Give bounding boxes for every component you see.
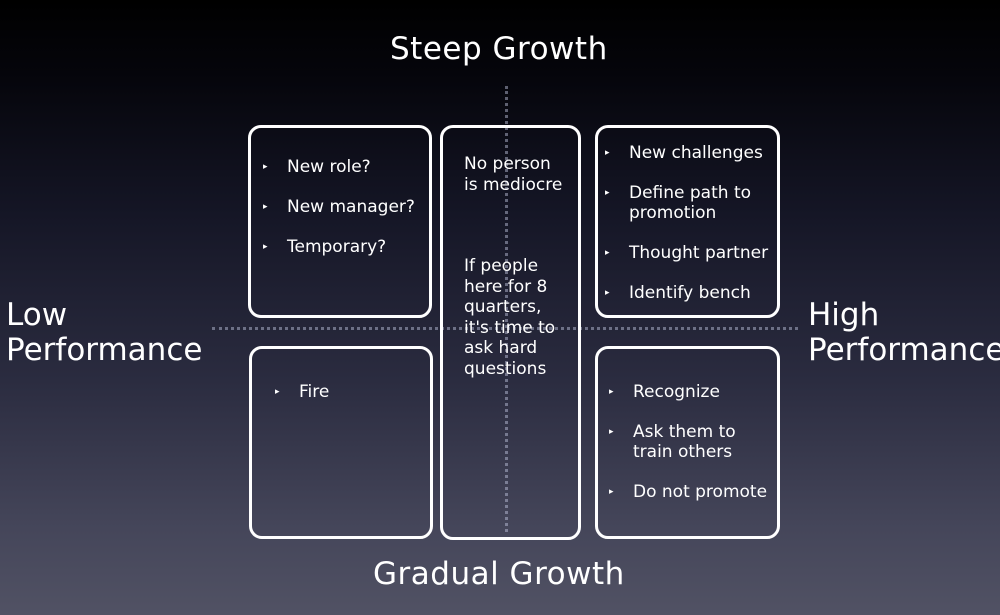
- list-item: Fire: [275, 382, 415, 402]
- quadrant-top-right-box: [595, 125, 780, 318]
- quadrant-top-left-box: [248, 125, 432, 318]
- dotted-horizontal-axis: [212, 327, 798, 330]
- axis-label-top: Steep Growth: [390, 31, 608, 67]
- axis-label-left-text: Low Performance: [6, 297, 203, 368]
- list-item: Recognize: [609, 382, 775, 402]
- axis-label-right: High Performance: [808, 298, 1000, 368]
- quadrant-top-right-list: New challenges Define path to promotion …: [605, 143, 777, 303]
- quadrant-bottom-right-box: [595, 346, 780, 539]
- axis-label-left: Low Performance: [6, 298, 202, 368]
- list-item: New role?: [263, 157, 423, 177]
- center-column-box: [440, 125, 581, 540]
- list-item: New challenges: [605, 143, 777, 163]
- axis-label-bottom: Gradual Growth: [373, 556, 625, 592]
- quadrant-bottom-left-list: Fire: [275, 382, 415, 402]
- list-item: Thought partner: [605, 243, 777, 263]
- center-note-top: No person is mediocre: [464, 154, 563, 195]
- list-item: Identify bench: [605, 283, 777, 303]
- list-item: Do not promote: [609, 482, 775, 502]
- quadrant-bottom-left-box: [249, 346, 433, 539]
- quadrant-top-left-list: New role? New manager? Temporary?: [263, 157, 423, 257]
- list-item: Temporary?: [263, 237, 423, 257]
- center-note-bottom: If people here for 8 quarters, it's time…: [464, 256, 556, 379]
- quadrant-bottom-right-list: Recognize Ask them to train others Do no…: [609, 382, 775, 502]
- list-item: New manager?: [263, 197, 423, 217]
- list-item: Ask them to train others: [609, 422, 753, 462]
- dotted-vertical-axis: [505, 86, 508, 532]
- list-item: Define path to promotion: [605, 183, 759, 223]
- axis-label-right-text: High Performance: [808, 297, 1000, 368]
